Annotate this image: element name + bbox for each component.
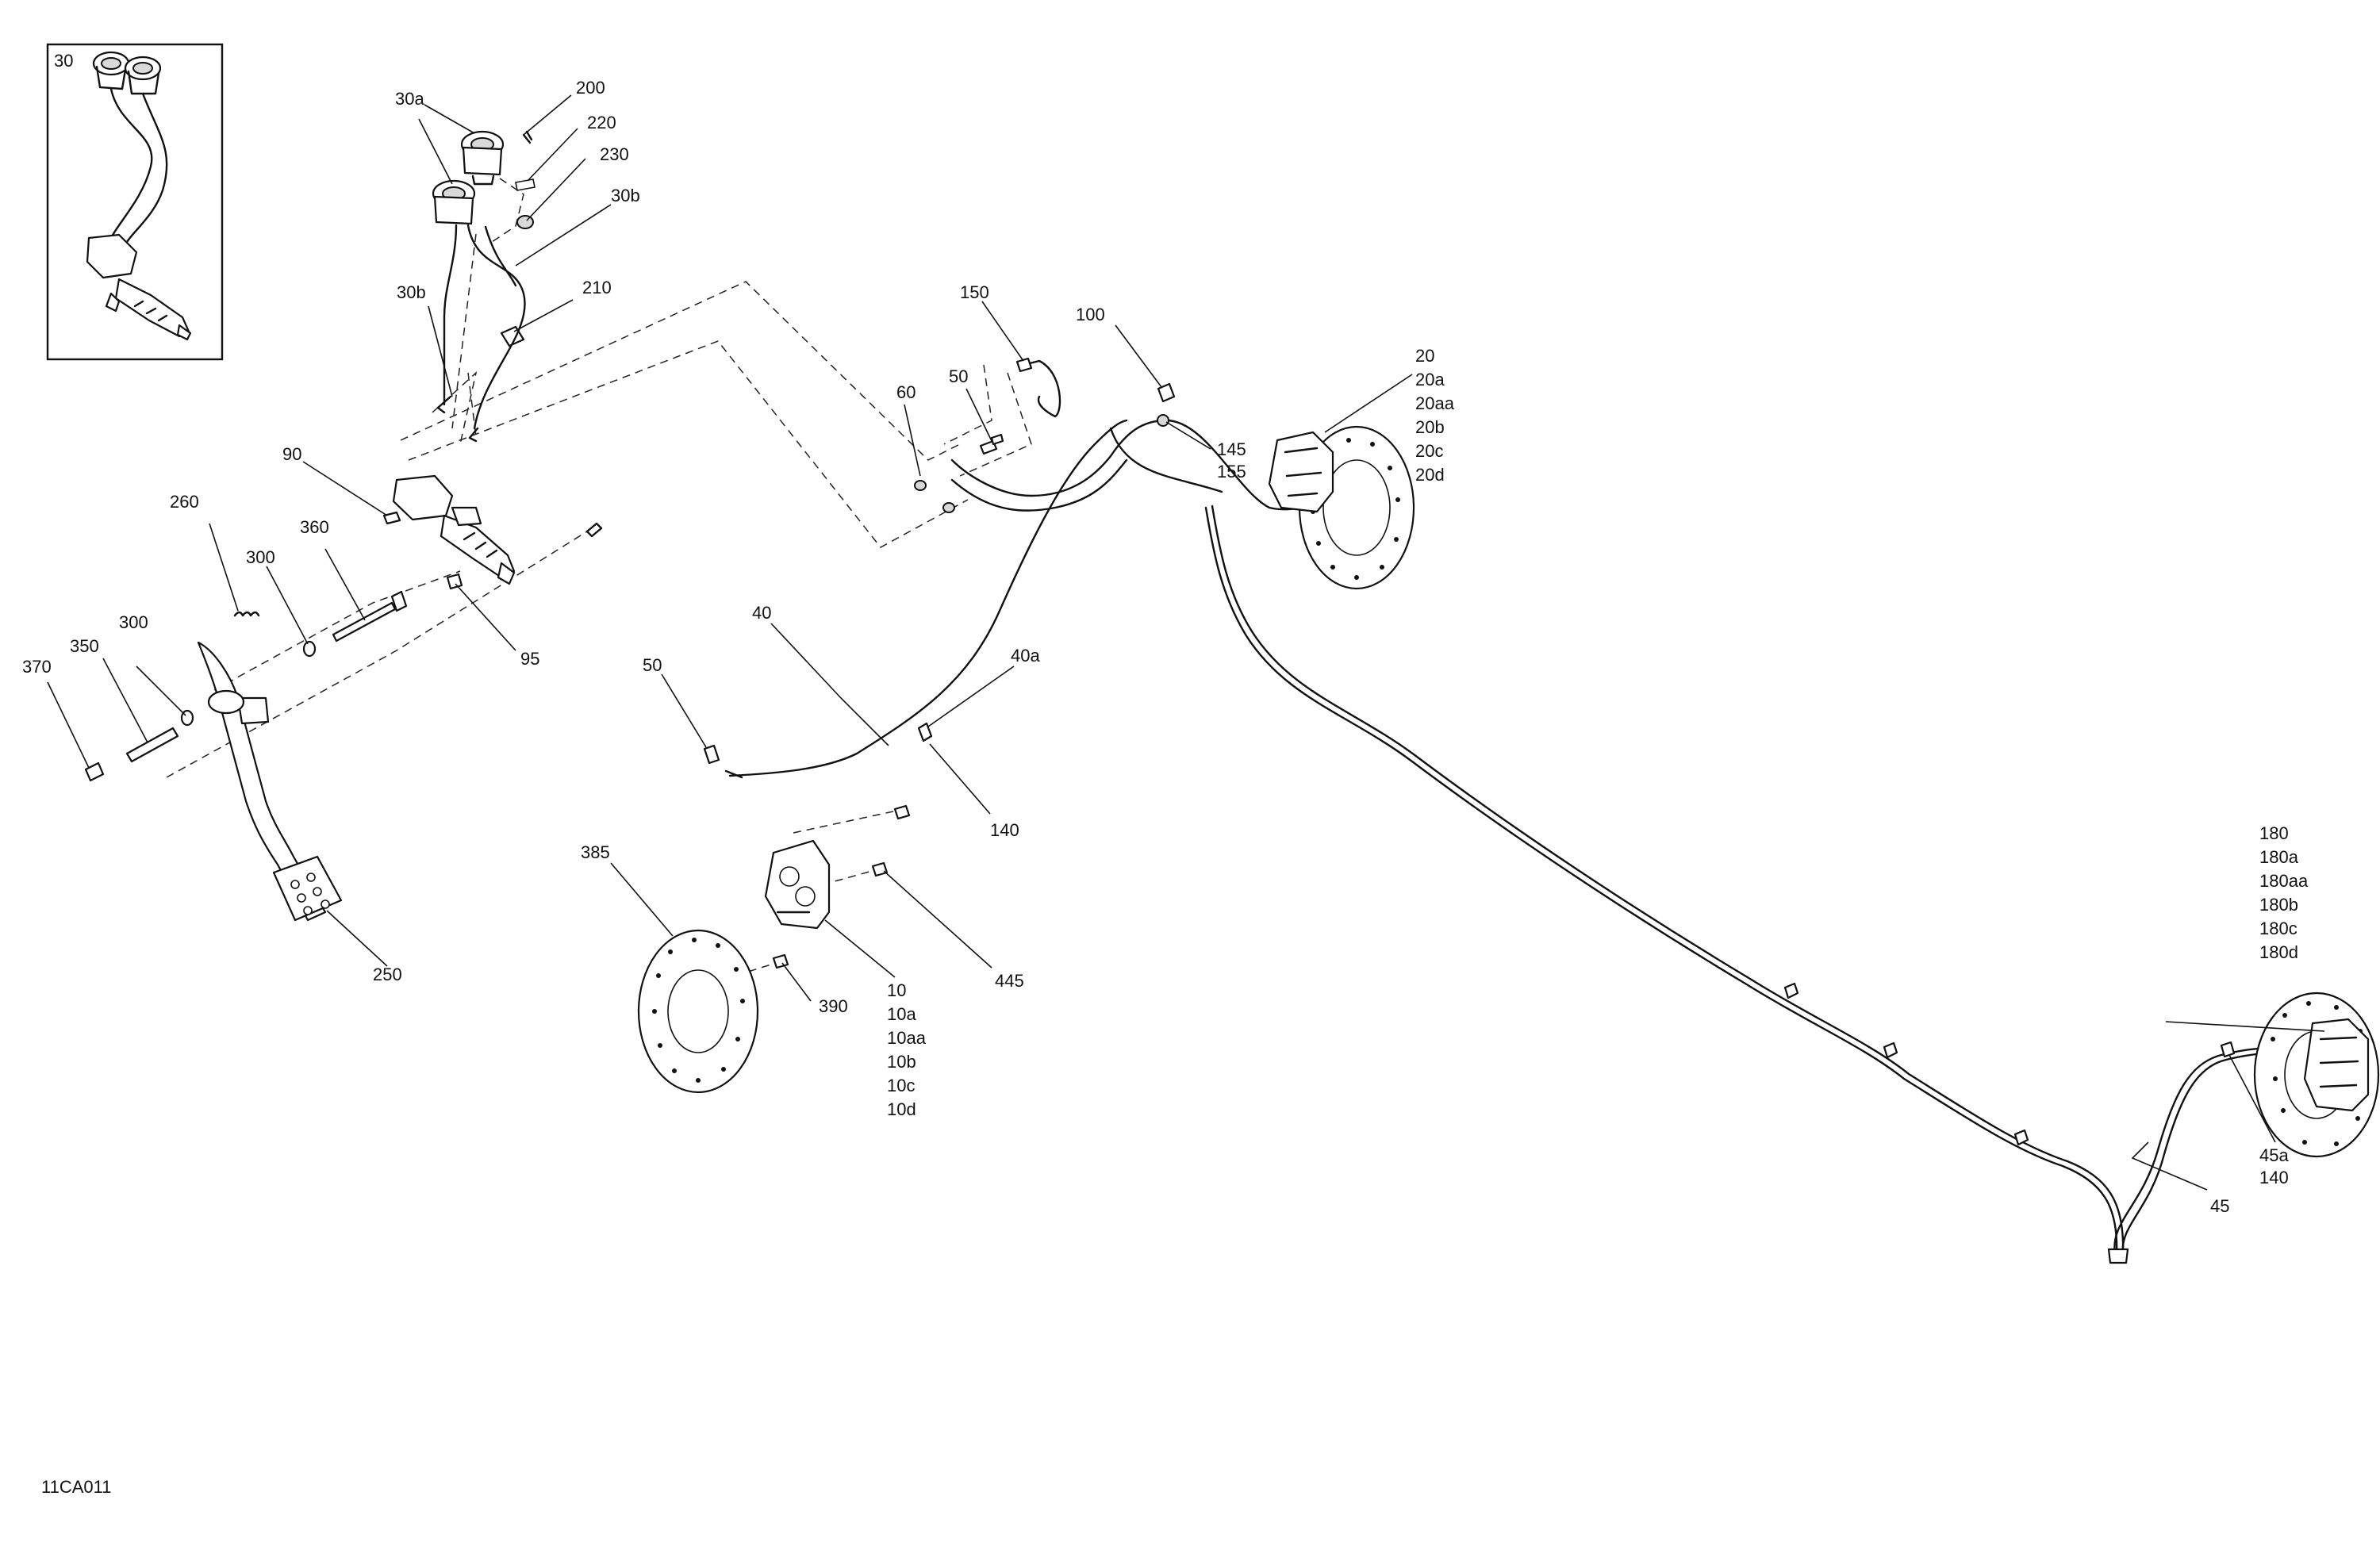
- callout-260: 260: [170, 492, 199, 512]
- callout-50-lower: 50: [643, 655, 662, 675]
- callout-145: 145: [1217, 439, 1246, 459]
- front-left-caliper-disc: [637, 804, 911, 1094]
- callout-230: 230: [600, 144, 629, 164]
- stack-fr-1: 20a: [1415, 370, 1445, 389]
- stack-fr-3: 20b: [1415, 417, 1445, 437]
- stack-r-3: 180b: [2259, 895, 2298, 915]
- callout-140-rear: 140: [2259, 1168, 2289, 1187]
- callout-45: 45: [2210, 1196, 2229, 1216]
- callout-200: 200: [576, 78, 605, 98]
- callout-300-lower: 300: [119, 612, 148, 632]
- rear-brake-line: [1204, 504, 2326, 1264]
- callout-100: 100: [1076, 305, 1105, 324]
- callout-30b-lower: 30b: [397, 282, 426, 302]
- callout-370: 370: [22, 657, 52, 677]
- callout-60: 60: [896, 382, 916, 402]
- stack-r-5: 180d: [2259, 942, 2298, 962]
- callout-300-upper: 300: [246, 547, 275, 567]
- callout-385: 385: [581, 842, 610, 862]
- stack-fr-0: 20: [1415, 346, 1434, 366]
- callout-30a: 30a: [395, 89, 424, 109]
- stack-fr-4: 20c: [1415, 441, 1443, 461]
- stack-fr-5: 20d: [1415, 465, 1445, 485]
- callout-250: 250: [373, 965, 402, 984]
- callout-40: 40: [752, 603, 771, 623]
- stack-r-1: 180a: [2259, 847, 2299, 867]
- callout-220: 220: [587, 113, 616, 132]
- stack-r-4: 180c: [2259, 919, 2297, 938]
- callout-45a: 45a: [2259, 1145, 2289, 1165]
- stack-fl-1: 10a: [887, 1004, 916, 1024]
- callout-360: 360: [300, 517, 329, 537]
- figure-code: 11CA011: [41, 1477, 111, 1497]
- callout-labels: 30a 200 220 230 30b 210 30b 90 95 260 30…: [22, 78, 2309, 1497]
- inset-label: 30: [54, 51, 73, 71]
- stack-fl-5: 10d: [887, 1099, 916, 1119]
- stack-fl-4: 10c: [887, 1076, 915, 1095]
- stack-fl-3: 10b: [887, 1052, 916, 1072]
- callout-140-front: 140: [990, 820, 1019, 840]
- callout-390: 390: [819, 996, 848, 1016]
- stack-fl-0: 10: [887, 980, 906, 1000]
- brake-pedal-assembly: [84, 590, 408, 922]
- front-right-disc-caliper: [1268, 425, 1415, 590]
- inset-master-cylinder-assembly: 30: [46, 43, 224, 361]
- stack-r-0: 180: [2259, 823, 2289, 843]
- callout-155: 155: [1217, 462, 1246, 481]
- master-cylinder: [382, 474, 603, 590]
- callout-210: 210: [582, 278, 612, 297]
- callout-95: 95: [520, 649, 539, 669]
- callout-50-upper: 50: [949, 366, 968, 386]
- leader-lines: [47, 94, 2325, 1191]
- assembly-guide-lines: [166, 178, 1032, 984]
- front-brake-lines: [703, 357, 1319, 779]
- callout-150: 150: [960, 282, 989, 302]
- callout-40a: 40a: [1011, 646, 1040, 666]
- callout-445: 445: [995, 971, 1024, 991]
- rear-disc-caliper: [2253, 992, 2380, 1158]
- stack-r-2: 180aa: [2259, 871, 2309, 891]
- callout-90: 90: [282, 444, 301, 464]
- callout-30b-upper: 30b: [611, 186, 640, 205]
- stack-fl-2: 10aa: [887, 1028, 927, 1048]
- brake-fluid-reservoirs: [432, 130, 536, 443]
- callout-350: 350: [70, 636, 99, 656]
- stack-fr-2: 20aa: [1415, 393, 1455, 413]
